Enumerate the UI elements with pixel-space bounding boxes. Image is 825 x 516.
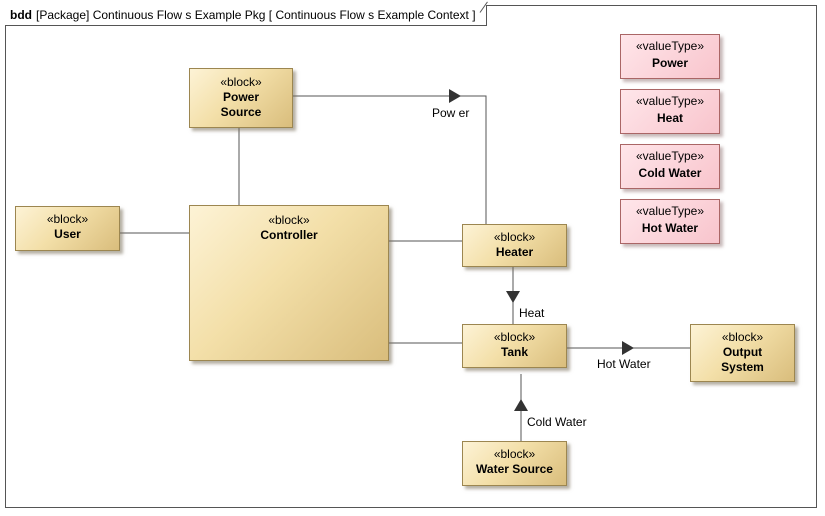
stereotype-label: «valueType» (635, 94, 705, 108)
block-output-system[interactable]: «block» Output System (690, 324, 795, 382)
value-type-heat[interactable]: «valueType» Heat (620, 89, 720, 134)
value-type-name: Heat (656, 111, 683, 125)
stereotype-label: «block» (493, 447, 536, 461)
stereotype-label: «block» (268, 213, 310, 227)
diagram-kind: bdd (10, 8, 32, 22)
stereotype-label: «valueType» (635, 204, 705, 218)
block-name: User (54, 227, 81, 241)
stereotype-label: «valueType» (635, 149, 705, 163)
flow-arrow-heat (506, 291, 520, 303)
block-name: Water Source (476, 462, 553, 476)
stereotype-label: «block» (220, 75, 262, 89)
diagram-title: [Package] Continuous Flow s Example Pkg … (36, 8, 476, 22)
block-name: Heater (495, 245, 534, 259)
value-type-cold-water[interactable]: «valueType» Cold Water (620, 144, 720, 189)
flow-arrow-power (449, 89, 461, 103)
value-type-power[interactable]: «valueType» Power (620, 34, 720, 79)
flow-label-heat: Heat (519, 306, 545, 320)
value-type-name: Hot Water (641, 221, 699, 235)
value-type-name: Power (651, 56, 688, 70)
flow-label-power: Pow er (432, 106, 470, 120)
stereotype-label: «block» (493, 330, 536, 344)
flow-arrow-hot-water (622, 341, 634, 355)
stereotype-label: «block» (46, 212, 89, 226)
block-tank[interactable]: «block» Tank (462, 324, 567, 368)
block-name: Controller (260, 228, 318, 242)
value-type-name: Cold Water (638, 166, 702, 180)
block-power-source[interactable]: «block» Power Source (189, 68, 293, 128)
block-controller[interactable]: «block» Controller (189, 205, 389, 361)
flow-label-cold-water: Cold Water (527, 415, 587, 429)
block-name: Output System (721, 345, 764, 374)
block-heater[interactable]: «block» Heater (462, 224, 567, 267)
connector-powersource-heater (293, 95, 487, 224)
stereotype-label: «block» (721, 330, 764, 344)
diagram-frame-header: bdd [Package] Continuous Flow s Example P… (5, 5, 487, 26)
flow-arrow-cold-water (514, 399, 528, 411)
block-water-source[interactable]: «block» Water Source (462, 441, 567, 486)
value-type-hot-water[interactable]: «valueType» Hot Water (620, 199, 720, 244)
block-name: Tank (500, 345, 529, 359)
stereotype-label: «block» (493, 230, 536, 244)
block-user[interactable]: «block» User (15, 206, 120, 251)
stereotype-label: «valueType» (635, 39, 705, 53)
flow-label-hot-water: Hot Water (597, 357, 651, 371)
block-name: Power Source (220, 90, 262, 119)
